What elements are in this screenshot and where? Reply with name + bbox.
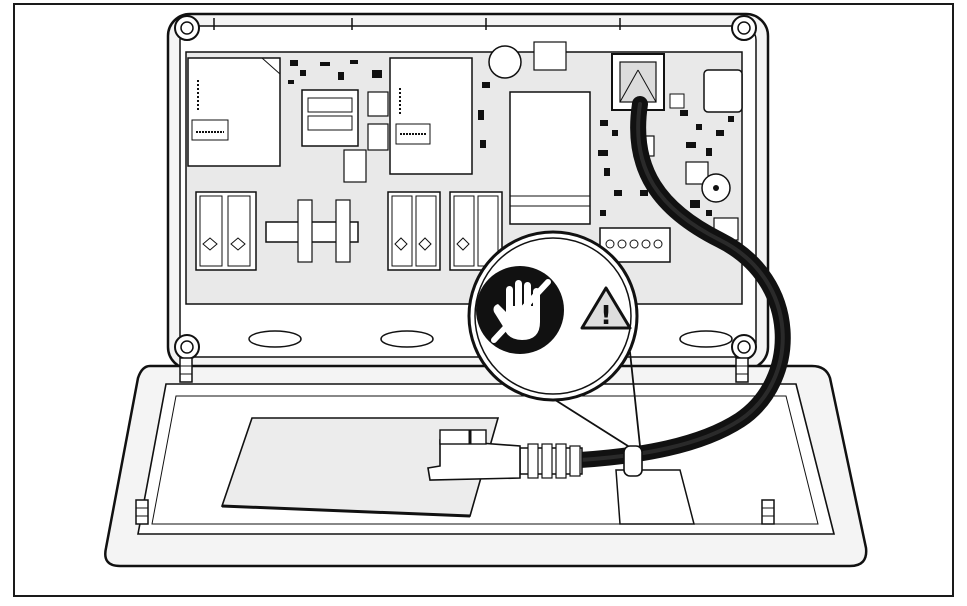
warning-triangle-icon: ! [580,286,632,331]
fuse-holder [265,199,359,263]
main-pcb [185,41,743,305]
knockout-2 [380,330,434,348]
lid-screw-br [761,499,775,525]
warning-glyph: ! [600,301,612,331]
no-touch-hand-icon [476,266,564,354]
capacitor [488,45,522,79]
lid-screw-tr [735,357,749,383]
corner-screw-bl [174,334,200,360]
contactor-2 [387,191,441,271]
power-module-left [187,57,281,167]
ethernet-cable [572,96,791,468]
power-module-middle [389,57,473,175]
cable-tie [623,445,643,477]
main-relay [509,91,591,225]
knockout-4 [679,330,733,348]
lid-screw-bl [135,499,149,525]
contactor-3 [449,191,503,271]
contactor-1 [195,191,257,271]
corner-screw-br [731,334,757,360]
corner-screw-tl [174,15,200,41]
corner-screw-tr [731,15,757,41]
cable-clamp [615,469,695,525]
knockout-1 [248,330,302,348]
magnifier-callout: ! [467,230,641,447]
rj45-plug [427,429,583,481]
lid-screw-tl [179,357,193,383]
